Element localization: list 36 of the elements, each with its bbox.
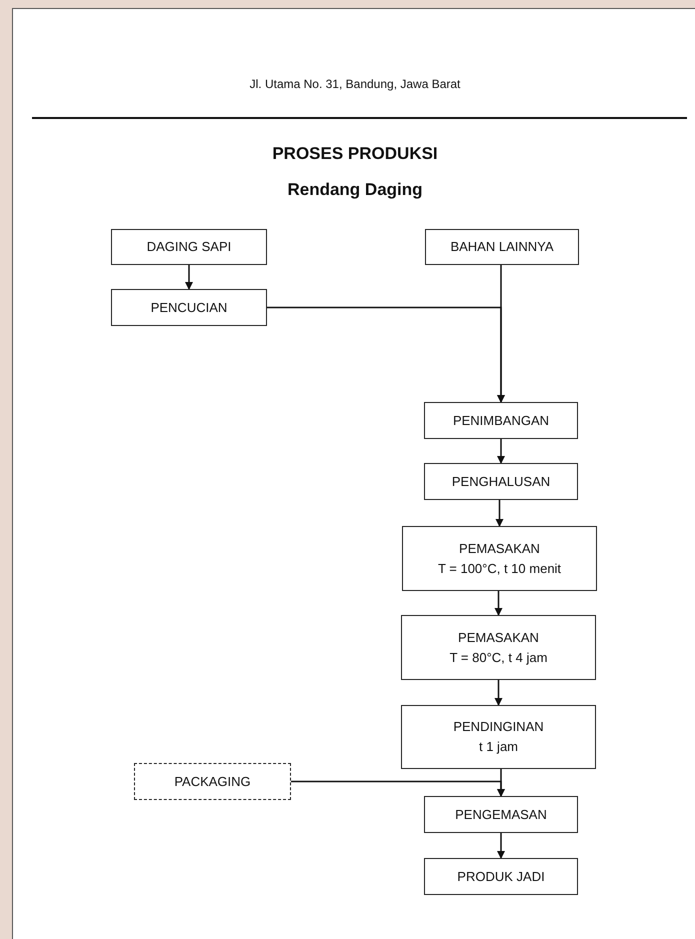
- box-text: DAGING SAPI: [146, 238, 232, 256]
- arrow: [185, 265, 193, 290]
- process-box: [401, 705, 596, 769]
- arrow: [291, 780, 505, 797]
- arrow: [496, 500, 504, 527]
- process-box: [111, 229, 267, 265]
- arrow: [497, 265, 505, 403]
- box-text: t 1 jam: [478, 738, 518, 756]
- process-box: [424, 463, 578, 500]
- box-text: PEMASAKAN: [458, 628, 539, 646]
- box-text: PENIMBANGAN: [452, 412, 550, 430]
- arrow: [497, 439, 505, 464]
- box-text: PENGEMASAN: [455, 806, 547, 824]
- address-text: Jl. Utama No. 31, Bandung, Jawa Barat: [248, 76, 462, 93]
- subtitle: Rendang Daging: [286, 179, 424, 201]
- process-box: [425, 229, 579, 265]
- process-box: [402, 526, 597, 591]
- title: PROSES PRODUKSI: [271, 143, 439, 165]
- process-box: [134, 763, 291, 800]
- arrow: [497, 833, 505, 859]
- process-box: [424, 858, 578, 895]
- process-box: [401, 615, 596, 680]
- box-text: T = 100°C, t 10 menit: [438, 560, 562, 578]
- box-text: PENCUCIAN: [150, 298, 228, 316]
- box-text: PRODUK JADI: [457, 868, 545, 886]
- box-text: PENDINGINAN: [453, 718, 544, 736]
- box-text: PENGHALUSAN: [452, 472, 550, 490]
- process-box: [424, 796, 578, 833]
- arrow: [494, 680, 502, 706]
- box-text: PEMASAKAN: [459, 540, 540, 558]
- process-box: [111, 289, 267, 326]
- box-text: PACKAGING: [174, 772, 251, 790]
- box-text: BAHAN LAINNYA: [450, 238, 554, 256]
- box-text: T = 80°C, t 4 jam: [450, 648, 548, 667]
- process-box: [424, 402, 578, 439]
- arrow: [494, 591, 502, 616]
